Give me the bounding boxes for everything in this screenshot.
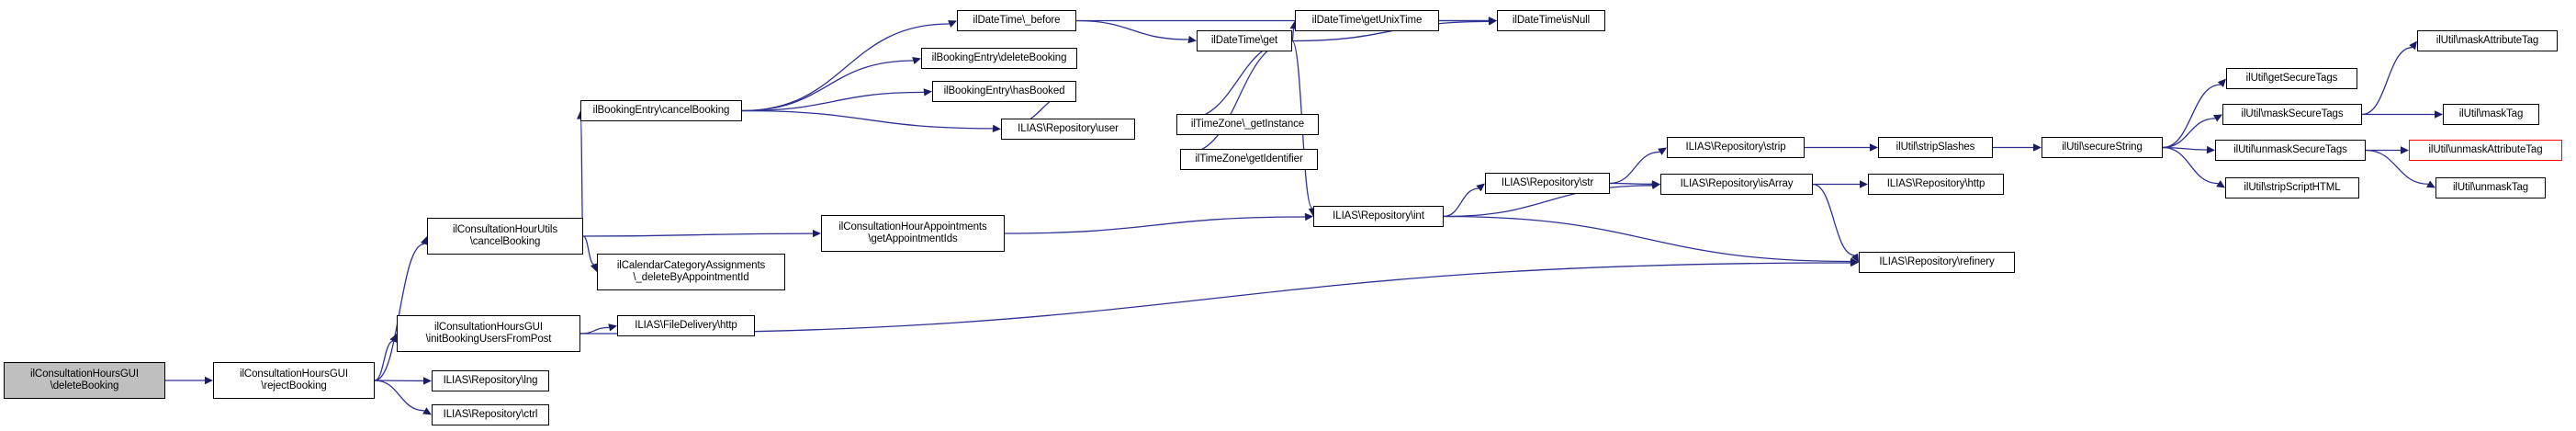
edge-arrowhead [1489,17,1497,25]
edge-arrowhead [2217,78,2226,87]
edge-arrowhead [1870,143,1878,152]
graph-edge [1183,40,1293,120]
edge-arrowhead [1489,17,1497,25]
graph-node[interactable]: ilBookingEntry\hasBooked [932,81,1076,102]
graph-node[interactable]: ILIAS\Repository\strip [1667,137,1805,158]
graph-node[interactable]: ILIAS\Repository\ctrl [432,404,549,425]
edge-arrowhead [2426,180,2435,188]
edge-arrowhead [1651,180,1660,188]
graph-node[interactable]: ilUtil\stripScriptHTML [2225,177,2359,198]
edge-arrowhead [1658,147,1667,155]
graph-edge [1443,187,1479,218]
graph-node[interactable]: ilConsultationHourUtils \cancelBooking [427,218,583,255]
graph-node[interactable]: ILIAS\Repository\http [1868,174,2004,195]
edge-arrowhead [1850,257,1859,266]
graph-node[interactable]: ilDateTime\get [1197,30,1292,51]
graph-node[interactable]: ilUtil\unmaskTag [2435,177,2546,198]
graph-edge [1291,28,1295,42]
graph-node[interactable]: ilDateTime\_before [957,10,1076,31]
edge-arrowhead [1187,35,1197,44]
graph-node[interactable]: ilUtil\maskTag [2443,104,2539,125]
edge-arrowhead [422,407,432,415]
graph-edge [2162,118,2216,149]
graph-node[interactable]: ilConsultationHoursGUI \deleteBooking [4,362,165,399]
edge-arrowhead [1304,212,1313,221]
graph-node[interactable]: ilUtil\secureString [2042,137,2163,158]
edge-arrowhead [992,124,1001,133]
graph-node[interactable]: ilBookingEntry\deleteBooking [921,48,1077,69]
graph-edge [579,326,610,335]
graph-edge [1075,19,1189,40]
graph-node[interactable]: ilUtil\unmaskSecureTags [2215,140,2366,161]
edge-arrowhead [2213,114,2222,122]
graph-node[interactable]: ILIAS\Repository\refinery [1859,252,2015,273]
graph-node[interactable]: ilDateTime\isNull [1497,10,1605,31]
graph-node[interactable]: ilTimeZone\_getInstance [1176,114,1319,135]
graph-edge [374,243,425,381]
edge-arrowhead [2206,145,2215,154]
graph-node[interactable]: ilCalendarCategoryAssignments \_deleteBy… [597,254,785,290]
edge-arrowhead [912,56,921,65]
edge-arrowhead [1651,181,1660,189]
edge-arrowhead [1488,17,1497,26]
graph-edge [582,233,814,237]
graph-node[interactable]: ilConsultationHoursGUI \rejectBooking [213,362,375,399]
edge-arrowhead [923,88,932,96]
edge-arrowhead [1476,183,1485,192]
edge-arrowhead [205,376,213,385]
edge-arrowhead [1850,258,1859,267]
graph-edge [741,109,994,130]
graph-node[interactable]: ilConsultationHourAppointments \getAppoi… [821,215,1005,252]
graph-node[interactable]: ILIAS\FileDelivery\http [617,315,755,336]
edge-arrowhead [1850,253,1859,263]
graph-node[interactable]: ILIAS\Repository\user [1001,119,1135,140]
graph-edge [741,60,914,112]
graph-node[interactable]: ilUtil\stripSlashes [1878,137,1993,158]
graph-node[interactable]: ILIAS\Repository\lng [432,370,549,391]
edge-arrowhead [2409,40,2417,51]
graph-edge [1443,215,1851,263]
graph-node[interactable]: ILIAS\Repository\isArray [1660,174,1813,195]
graph-node[interactable]: ilUtil\maskSecureTags [2222,104,2362,125]
edge-arrowhead [2401,146,2409,154]
graph-edge [374,380,425,412]
graph-node[interactable]: ilConsultationHoursGUI \initBookingUsers… [397,315,580,352]
graph-node[interactable]: ilUtil\unmaskAttributeTag [2409,140,2562,161]
graph-edge [1609,182,1653,185]
graph-edge [2162,84,2221,149]
edge-arrowhead [608,323,617,332]
edge-arrowhead [2435,110,2443,119]
graph-edge [2361,47,2413,116]
graph-node[interactable]: ilBookingEntry\cancelBooking [580,100,742,121]
graph-node[interactable]: ilTimeZone\getIdentifier [1180,149,1318,170]
graph-edge [2162,146,2208,151]
edge-arrowhead [2033,143,2042,152]
edge-arrowhead [422,377,432,385]
graph-edge [1004,216,1306,234]
graph-edge [2162,146,2219,185]
edge-arrowhead [812,229,821,238]
edge-arrowhead [1860,180,1868,188]
graph-edge [741,23,950,112]
graph-edge [1609,151,1660,185]
graph-node[interactable]: ILIAS\Repository\str [1485,173,1610,194]
graph-node[interactable]: ILIAS\Repository\int [1313,206,1444,227]
graph-edge [374,340,394,381]
edge-arrowhead [2216,180,2225,188]
graph-edge [1186,40,1293,154]
edge-arrowhead [948,20,957,28]
graph-edge [1812,183,1855,256]
graph-node[interactable]: ilUtil\maskAttributeTag [2417,30,2558,51]
graph-edge [582,235,595,266]
edge-arrowhead [389,334,397,343]
graph-node[interactable]: ilDateTime\getUnixTime [1295,10,1439,31]
graph-node[interactable]: ilUtil\getSecureTags [2226,68,2357,89]
graph-edge [741,91,925,112]
